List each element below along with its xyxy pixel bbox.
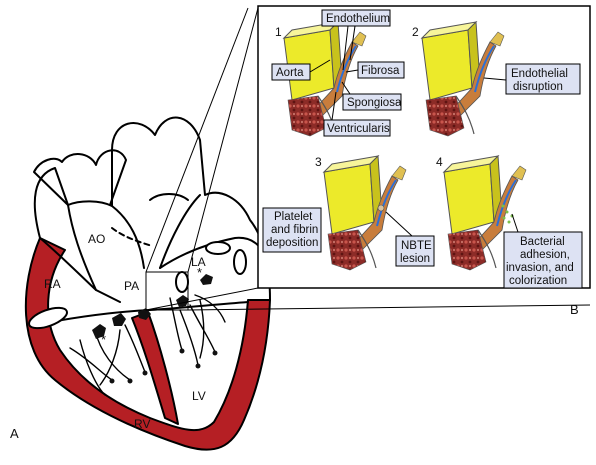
- valve-leaflets: [92, 274, 218, 384]
- label-deposition: deposition: [266, 237, 318, 249]
- label-fibrosa: Fibrosa: [361, 65, 400, 77]
- vena-cava-oval: [28, 306, 68, 330]
- heart-septum: [131, 311, 179, 425]
- stage-3: 3: [315, 154, 407, 271]
- pulmonary-vein-1: [205, 241, 231, 255]
- pulmonary-vein-3: [175, 271, 189, 293]
- label-disruption: disruption: [513, 81, 563, 93]
- label-lv: LV: [192, 389, 206, 403]
- label-pa: PA: [124, 279, 139, 293]
- label-endothelium: Endothelium: [326, 13, 390, 25]
- stage-2: 2: [412, 20, 505, 137]
- stage-4: 4: [436, 154, 527, 271]
- label-invasion: invasion, and: [506, 262, 574, 274]
- heart-diagram: [24, 116, 271, 451]
- heart-outline: [33, 116, 271, 301]
- label-adhesion: adhesion,: [520, 249, 570, 261]
- label-endothelial: Endothelial: [511, 68, 568, 80]
- label-platelet: Platelet: [274, 211, 313, 223]
- panel-b-label: B: [570, 302, 579, 317]
- right-atrium-wall: [39, 237, 121, 303]
- asterisk-mitral: *: [197, 265, 202, 280]
- asterisk-tricuspid: *: [101, 332, 106, 347]
- stage-1-labels: Endothelium Aorta Fibrosa Spongiosa Vent…: [271, 9, 405, 137]
- pulmonary-vein-2: [233, 249, 247, 275]
- label-ao: AO: [88, 232, 105, 246]
- pa-branch: [149, 193, 189, 201]
- ductus-dashed: [111, 227, 153, 247]
- label-nbte: NBTE: [401, 240, 432, 252]
- label-lesion: lesion: [400, 253, 430, 265]
- stage-2-labels: Endothelial disruption: [483, 63, 581, 95]
- stage-3-number: 3: [315, 155, 322, 169]
- pulmonary-artery: [111, 194, 201, 269]
- label-la: LA: [191, 255, 206, 269]
- label-ventricularis: Ventricularis: [327, 123, 390, 135]
- label-ra: RA: [44, 277, 61, 291]
- zoom-indicator: [145, 7, 591, 311]
- panel-a-label: A: [10, 426, 19, 441]
- label-rv: RV: [134, 417, 150, 431]
- stage-4-labels: Bacterial adhesion, invasion, and colori…: [503, 213, 583, 289]
- stage-1-leaflet: [311, 41, 359, 119]
- label-spongiosa: Spongiosa: [347, 97, 402, 109]
- stage-1-tissue: [287, 95, 327, 137]
- zoom-box: [145, 271, 189, 311]
- label-aorta: Aorta: [276, 67, 304, 79]
- label-and-fibrin: and fibrin: [271, 224, 318, 236]
- aorta-arch: [33, 149, 127, 206]
- stage-1-number: 1: [275, 25, 282, 39]
- label-bacterial: Bacterial: [520, 236, 565, 248]
- stage-2-number: 2: [412, 25, 419, 39]
- stage-4-number: 4: [436, 155, 443, 169]
- aorta-trunk: [67, 204, 97, 291]
- chordae: [69, 294, 226, 396]
- label-colorization: colorization: [509, 275, 567, 287]
- stage-3-labels: Platelet and fibrin deposition NBTE lesi…: [262, 207, 435, 267]
